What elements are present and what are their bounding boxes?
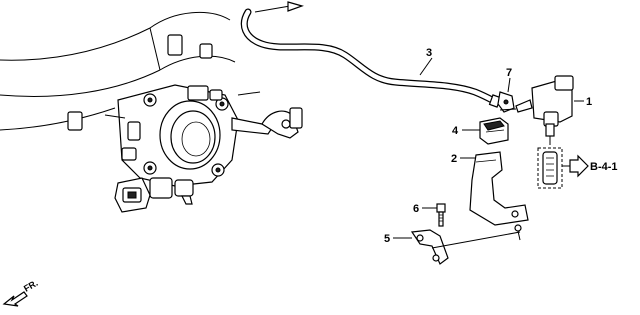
callout-label: 2 — [451, 153, 457, 165]
callout-label: 7 — [506, 67, 512, 79]
bracket-part — [469, 151, 529, 241]
callout-7: 7 — [506, 67, 512, 93]
hose-part — [240, 8, 502, 108]
front-direction-label: FR. — [22, 278, 40, 294]
callout-4: 4 — [452, 125, 480, 137]
hose-direction-arrow — [254, 1, 304, 13]
rubber-mount-part — [479, 117, 509, 145]
front-direction-indicator: FR. — [2, 278, 40, 307]
filter-part — [537, 147, 563, 189]
clip-part — [497, 91, 515, 113]
callout-label: 6 — [413, 203, 419, 215]
bolt-part — [436, 203, 446, 227]
callout-label: 5 — [384, 233, 390, 245]
callout-label: 3 — [426, 47, 432, 59]
reference-arrow: B-4-1 — [562, 154, 618, 178]
callout-label: 4 — [452, 125, 459, 137]
solenoid-valve-part — [499, 75, 574, 145]
callout-5: 5 — [384, 233, 412, 245]
callout-label: 1 — [586, 96, 592, 108]
stay-part — [410, 229, 521, 265]
callout-6: 6 — [413, 203, 437, 215]
reference-label: B-4-1 — [590, 161, 618, 173]
callout-1: 1 — [574, 96, 592, 108]
callout-2: 2 — [451, 153, 476, 165]
callout-3: 3 — [419, 47, 433, 76]
throttle-body-assembly — [0, 11, 303, 213]
